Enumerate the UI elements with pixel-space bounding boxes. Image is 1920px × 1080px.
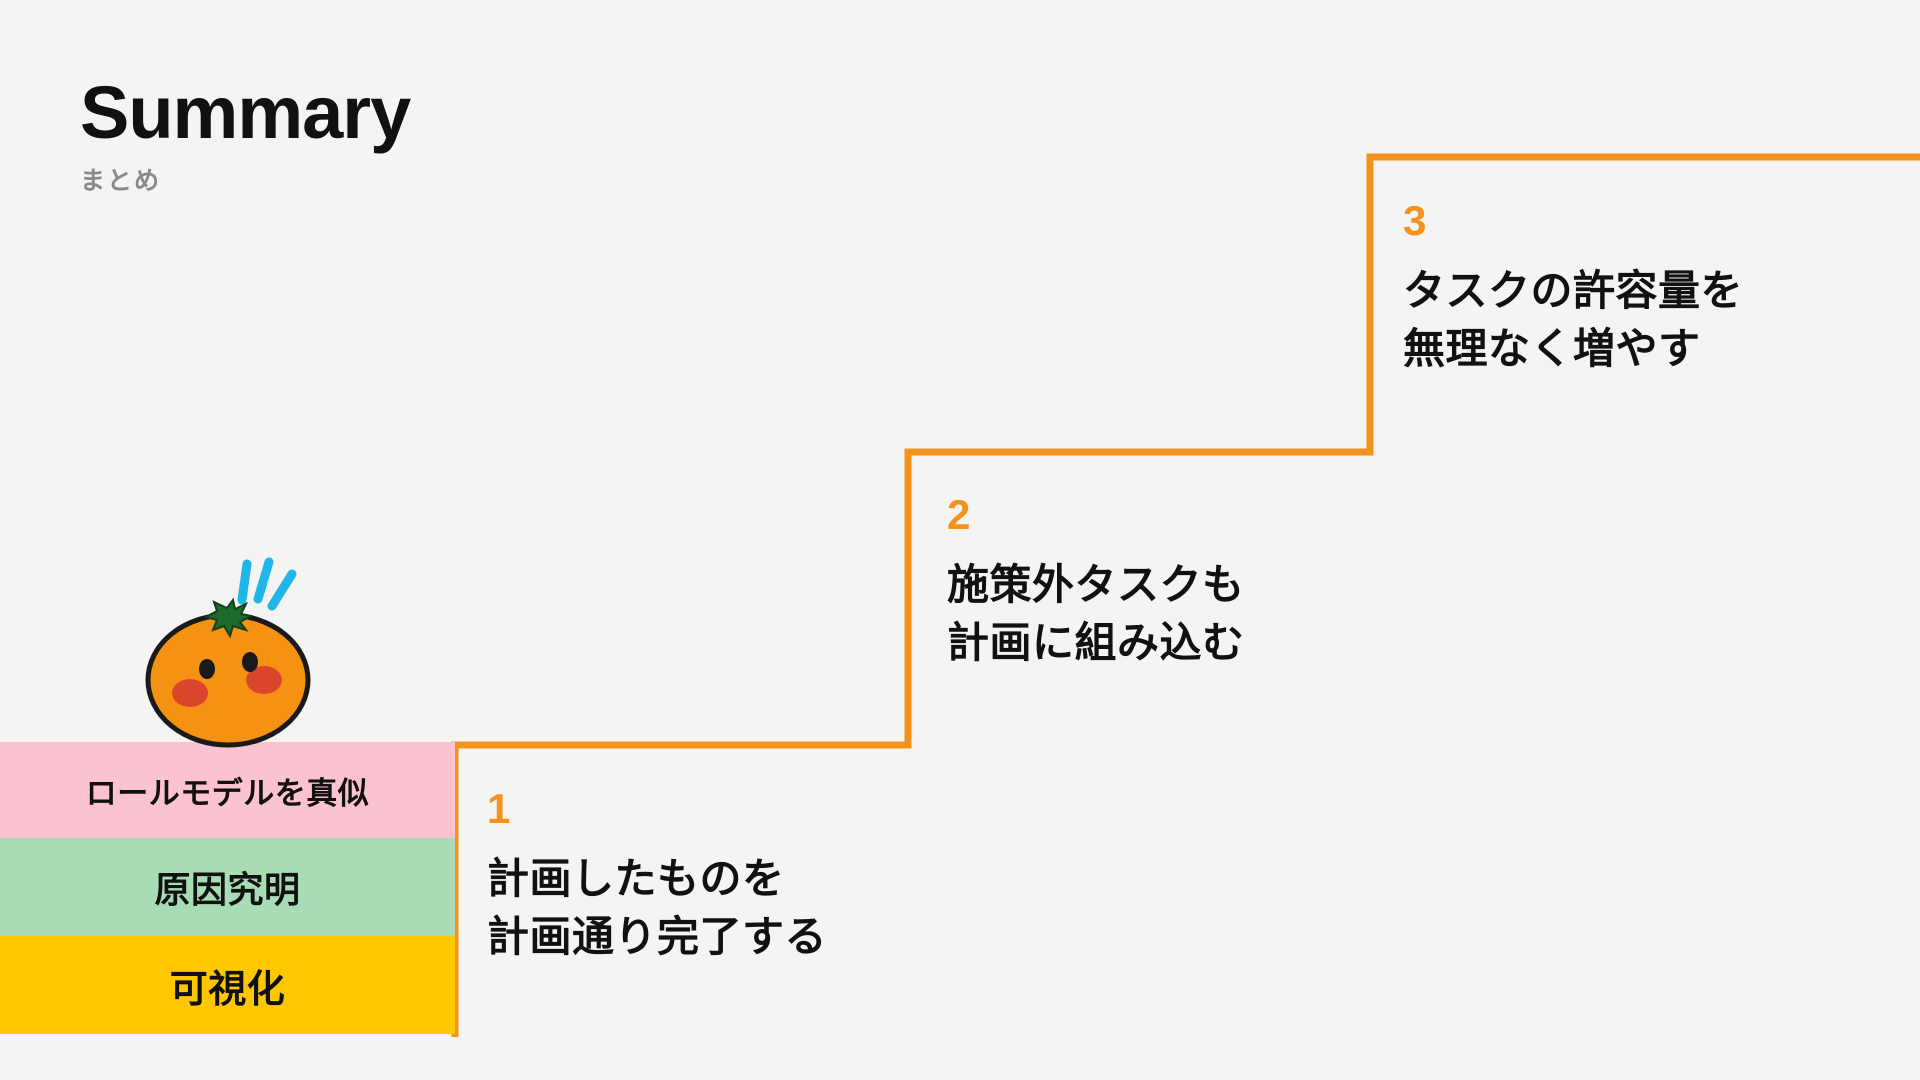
bar-role-model: ロールモデルを真似: [0, 742, 455, 838]
orange-mascot-icon: [145, 557, 311, 748]
bar-label: 可視化: [169, 968, 286, 1011]
step-2-text: 施策外タスクも 計画に組み込む: [947, 561, 1245, 666]
step-3: 3 タスクの許容量を 無理なく増やす: [1403, 200, 1743, 378]
mascot-cheek-left: [172, 679, 208, 707]
step-1: 1 計画したものを 計画通り完了する: [487, 788, 827, 966]
bar-root-cause: 原因究明: [0, 838, 455, 936]
page-subtitle: まとめ: [80, 166, 162, 195]
bar-label: 原因究明: [154, 869, 301, 910]
mascot-eye-left: [199, 659, 215, 679]
mascot-eye-right: [242, 652, 258, 672]
page-title: Summary: [80, 71, 411, 154]
mascot-stem-icon: [203, 597, 254, 639]
step-2-number: 2: [947, 491, 971, 538]
mascot-cheek-right: [246, 666, 282, 694]
bar-visualization: 可視化: [0, 936, 455, 1034]
step-2: 2 施策外タスクも 計画に組み込む: [947, 494, 1245, 672]
page-header: Summary まとめ: [80, 74, 780, 196]
step-3-number: 3: [1403, 197, 1427, 244]
sparkle-icon: [237, 557, 297, 611]
step-3-text: タスクの許容量を 無理なく増やす: [1403, 267, 1744, 372]
step-1-text: 計画したものを 計画通り完了する: [487, 855, 828, 960]
bar-label: ロールモデルを真似: [85, 775, 370, 811]
step-1-number: 1: [487, 785, 511, 832]
